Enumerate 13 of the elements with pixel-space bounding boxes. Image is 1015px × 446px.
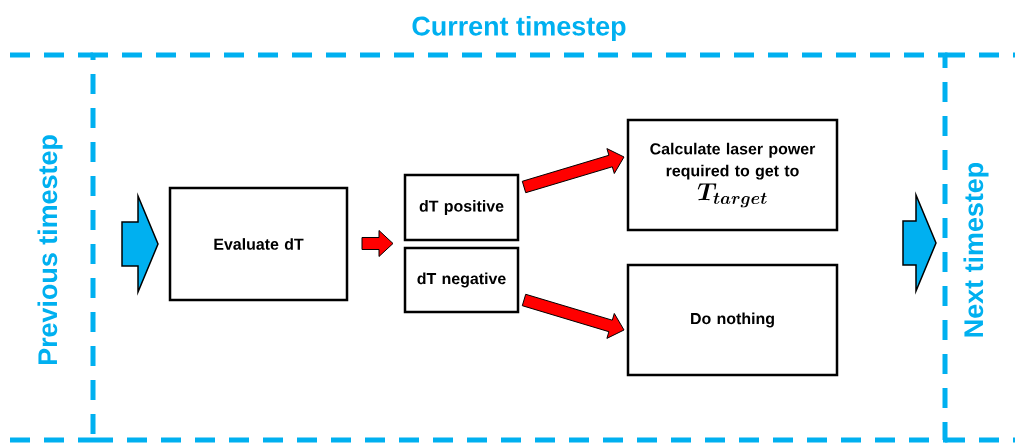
block-arrow bbox=[121, 192, 159, 296]
rotated-label: Next timestep bbox=[963, 162, 989, 337]
rotated-label: Previous timestep bbox=[37, 135, 63, 365]
block-arrow bbox=[361, 230, 394, 257]
block-arrow bbox=[521, 293, 625, 339]
block-arrow bbox=[902, 191, 937, 295]
node-label: Current timestep bbox=[412, 15, 626, 41]
process-box: dT negative bbox=[403, 246, 520, 314]
process-box: Calculate laser power required to get to $T_{target}$ bbox=[626, 118, 839, 232]
block-arrow bbox=[521, 148, 625, 194]
process-box: dT positive bbox=[403, 173, 520, 242]
process-box: Evaluate dT bbox=[168, 186, 349, 302]
process-box: Do nothing bbox=[626, 263, 839, 377]
